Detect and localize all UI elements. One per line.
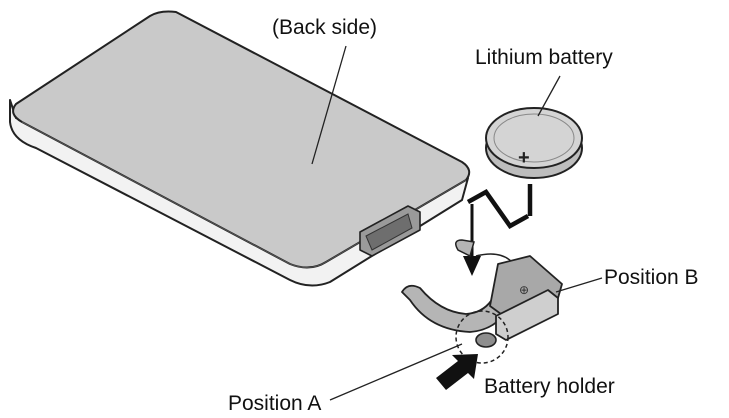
- lithium-battery-label: Lithium battery: [475, 46, 613, 69]
- battery-holder: ⊕: [401, 239, 563, 364]
- back-side-leader: [311, 45, 347, 165]
- battery-top: [485, 107, 583, 169]
- holder-inner-curve: [475, 253, 513, 263]
- back-side-label: (Back side): [272, 16, 377, 39]
- holder-plus-mark: ⊕: [519, 283, 529, 297]
- position-b-leader: [555, 277, 603, 293]
- position-a-leader: [329, 343, 463, 401]
- battery-holder-label: Battery holder: [484, 375, 615, 398]
- insertion-arrow: [463, 184, 533, 276]
- z-stroke: [466, 189, 530, 229]
- down-arrow-head: [463, 256, 481, 276]
- battery-rim: [493, 113, 575, 163]
- device-edge-line: [21, 121, 467, 268]
- battery-plus-sign: +: [518, 147, 530, 169]
- device-back-side: [9, 10, 471, 287]
- holder-back-arm: [455, 239, 475, 258]
- position-a-label: Position A: [228, 392, 321, 415]
- position-a-highlight: [455, 310, 509, 364]
- position-b-label: Position B: [604, 266, 699, 289]
- holder-end-block: [495, 289, 559, 341]
- holder-knob: [475, 332, 497, 348]
- battery-slot-inner: [365, 213, 413, 251]
- lithium-battery-leader: [537, 75, 561, 117]
- push-arrow-icon: [436, 354, 478, 390]
- lithium-battery: +: [485, 107, 583, 179]
